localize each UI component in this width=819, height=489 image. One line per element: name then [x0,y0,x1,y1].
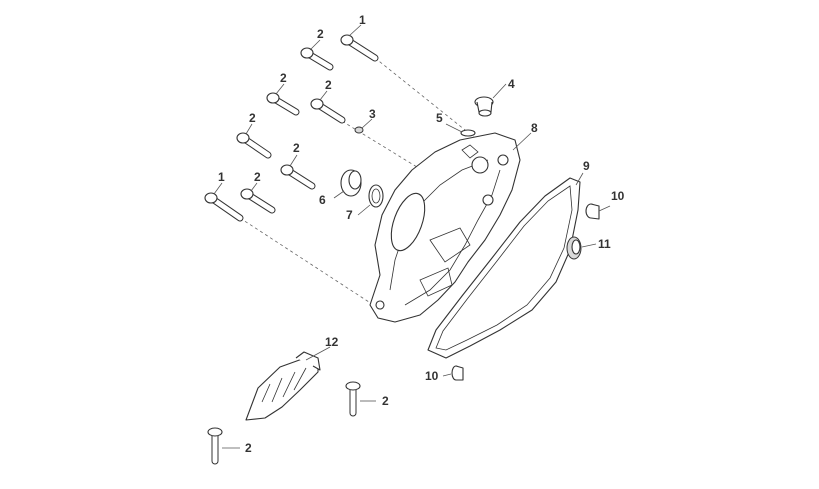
callout-2-h: 2 [245,441,252,455]
callout-2-d: 2 [249,111,256,125]
callout-2-b: 2 [280,71,287,85]
bolt-1-bottom [204,192,244,222]
leader-lines [213,24,611,449]
callout-1-top: 1 [359,13,366,27]
bolt-2-a [300,47,334,71]
bolt-2-b [266,92,300,116]
washer-3 [354,126,364,134]
callout-4: 4 [508,77,515,91]
guard-12 [245,351,321,421]
bolt-2-c [310,98,346,124]
bolt-2-e [280,164,316,190]
callout-3: 3 [369,107,376,121]
bolt-2-h [207,427,223,465]
dowel-10-upper [585,203,600,220]
callout-8: 8 [531,121,538,135]
bolt-2-g [345,381,361,417]
plug-4 [474,96,494,117]
callout-12: 12 [325,335,339,349]
o-ring-7 [368,184,384,208]
callout-9: 9 [583,159,590,173]
cap-6 [340,169,362,197]
callout-7: 7 [346,208,353,222]
callout-10-lower: 10 [425,369,439,383]
bolt-2-f [240,188,276,214]
callout-labels: 1 2 2 2 3 4 5 8 2 2 9 1 2 6 10 7 11 12 1… [218,13,625,455]
callout-2-g: 2 [382,394,389,408]
seal-11 [566,236,582,260]
bolt-1-top [340,34,379,62]
callout-2-f: 2 [254,170,261,184]
callout-2-c: 2 [325,78,332,92]
gasket [427,177,581,359]
callout-6: 6 [319,193,326,207]
bolt-2-d [236,132,272,159]
crankcase-cover [369,132,521,323]
dowel-10-lower [451,365,464,381]
callout-5: 5 [436,111,443,125]
callout-1-bottom: 1 [218,170,225,184]
callout-2-a: 2 [317,27,324,41]
o-ring-5 [460,129,476,137]
callout-11: 11 [598,237,611,251]
callout-10-upper: 10 [611,189,625,203]
callout-2-e: 2 [293,141,300,155]
